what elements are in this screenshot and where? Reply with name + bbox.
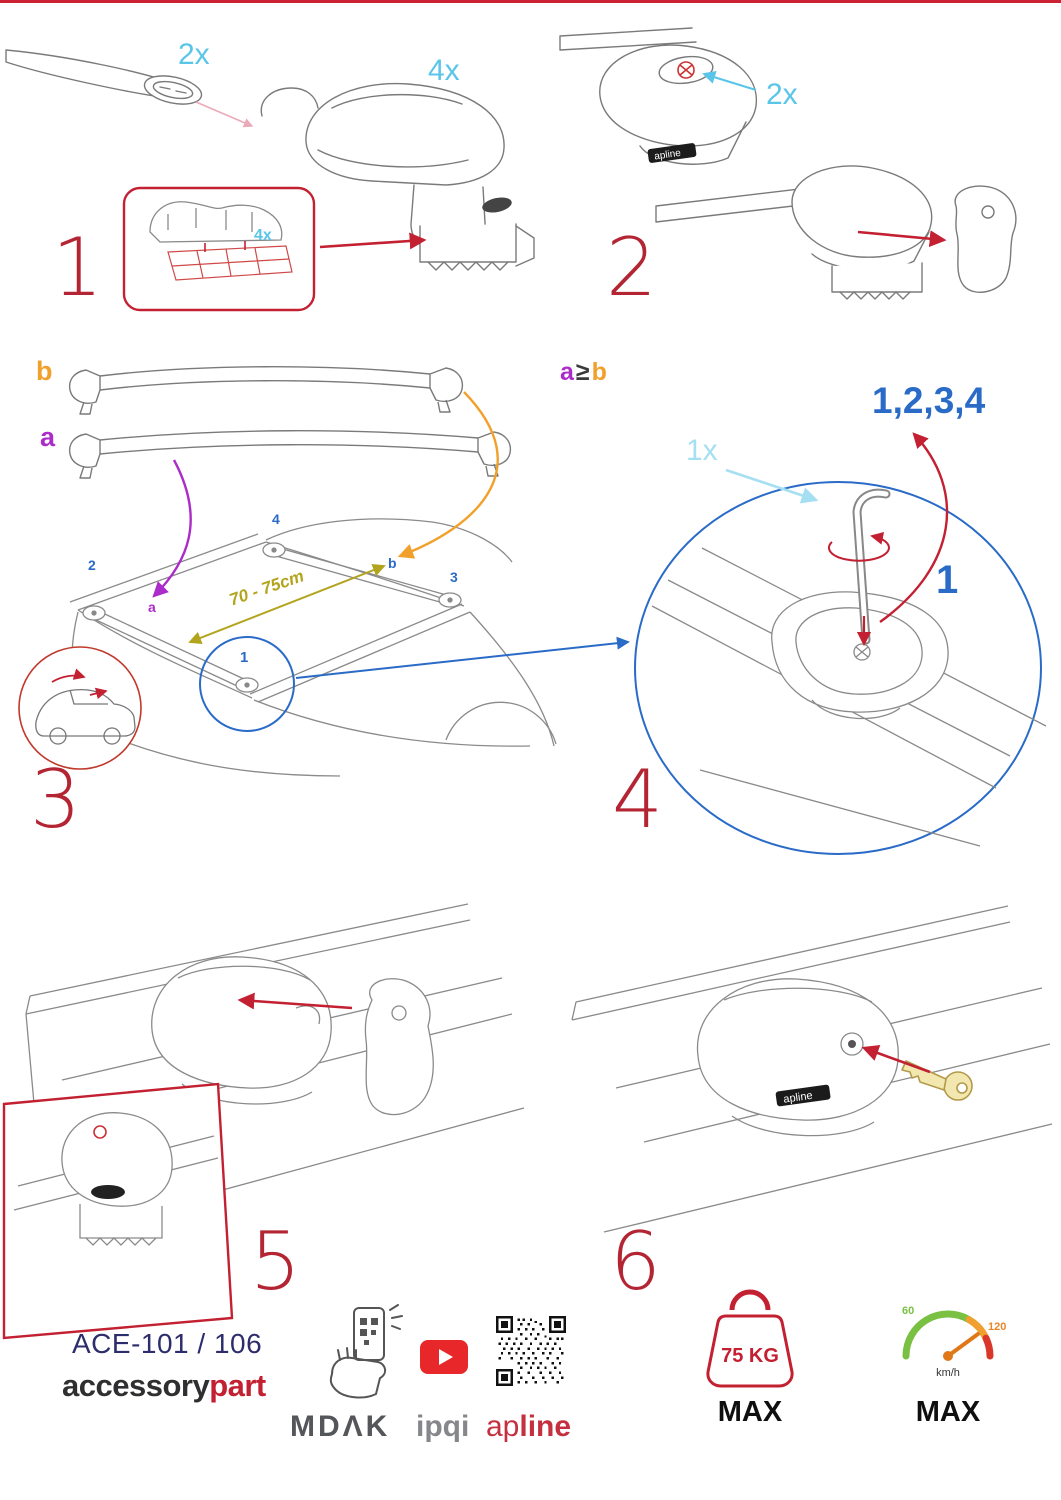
screw-drawing	[677, 61, 695, 79]
key-quantity-label: 1x	[686, 434, 718, 467]
step6-number: 6	[610, 1215, 661, 1308]
apline-part-2: line	[519, 1410, 572, 1443]
step3-number: 3	[30, 753, 81, 846]
brand-part-2: part	[209, 1368, 266, 1403]
max-weight-value: 75 KG	[721, 1345, 779, 1367]
key-insert-arrow	[861, 1044, 931, 1074]
zoom-leader-arrow	[295, 636, 630, 679]
step6-drawing	[571, 905, 1053, 1233]
condition-label: a≥b	[560, 360, 607, 385]
position-1-circle	[199, 636, 295, 732]
cover-attach-arrow	[857, 230, 947, 248]
key-qty-arrow	[725, 468, 819, 504]
crossbar-a-drawing	[68, 430, 512, 479]
apline-logo: apline	[486, 1412, 571, 1442]
weight-max-label: MAX	[717, 1396, 783, 1428]
step5-inset-drawing	[2, 1082, 234, 1340]
apline-logo-patch-2	[775, 1084, 831, 1107]
foot-cover-drawing	[655, 165, 1017, 300]
roof-position-4: 4	[272, 511, 280, 527]
condition-operator: ≥	[575, 358, 590, 386]
pad-insert-arrows	[204, 241, 246, 252]
cyan-screw-arrow	[702, 70, 757, 92]
max-speed-icon: 60 120 km/h	[902, 1305, 1006, 1379]
car-roof-drawing	[69, 518, 557, 777]
qr-code	[496, 1316, 566, 1386]
model-number: ACE-101 / 106	[72, 1328, 263, 1359]
apline-logo-text: apline	[654, 148, 682, 163]
brand-logo: accessorypart	[62, 1370, 266, 1401]
step1-step2-illustration: apline	[5, 27, 1017, 312]
step5-step6-illustration: apline	[2, 903, 1053, 1340]
foot-drawing	[260, 82, 535, 271]
inset-to-foot-arrow	[319, 232, 427, 250]
ipqi-logo: ipqi	[416, 1410, 470, 1443]
max-weight-icon: 75 KG	[706, 1289, 794, 1388]
mdak-logo: MDΛK	[290, 1410, 391, 1443]
roof-position-2: 2	[88, 557, 96, 573]
car-inset-drawing	[18, 646, 142, 770]
section-divider-2	[0, 0, 1061, 3]
speed-low-label: 60	[902, 1305, 914, 1317]
pink-leader-arrow	[195, 101, 254, 128]
brand-part-1: accessory	[62, 1368, 210, 1403]
phone-qr-scan-icon	[329, 1304, 403, 1399]
orange-arrow	[397, 391, 499, 559]
cover-slide-arrow	[237, 992, 353, 1010]
dimension-arrow	[188, 563, 386, 645]
crossbar-drawing	[5, 49, 203, 105]
step5-drawing	[25, 903, 525, 1239]
condition-a: a	[560, 358, 574, 386]
tighten-order-label: 1,2,3,4	[872, 380, 986, 421]
rotation-arrow	[827, 531, 890, 562]
bar-quantity-label: 2x	[178, 38, 210, 71]
allen-key-highlight	[854, 490, 889, 643]
bar-a-label: a	[40, 422, 56, 452]
roof-a-label: a	[148, 599, 156, 615]
first-position-label: 1	[936, 558, 959, 602]
zoom-foot-drawing	[651, 547, 1047, 847]
screw-quantity-label: 2x	[766, 78, 798, 111]
purple-arrow	[152, 459, 192, 598]
step5-number: 5	[250, 1215, 301, 1308]
speed-max-label: MAX	[915, 1396, 981, 1428]
rubber-pad-drawing	[167, 245, 293, 281]
apline-logo-text-2: apline	[783, 1090, 814, 1106]
pad-quantity-label: 4x	[254, 227, 272, 244]
step2-number: 2	[606, 221, 657, 314]
repeat-order-arrow	[879, 432, 949, 623]
youtube-icon	[420, 1340, 468, 1374]
speed-unit-label: km/h	[936, 1367, 960, 1379]
roof-position-3: 3	[450, 569, 458, 585]
apline-logo-patch	[647, 143, 697, 163]
foot-quantity-label: 4x	[428, 54, 460, 87]
step3-step4-illustration	[18, 366, 1047, 855]
roof-position-1: 1	[240, 649, 249, 666]
bar-b-label: b	[36, 356, 53, 386]
roof-b-label: b	[388, 555, 397, 571]
pad-clamp-drawing	[149, 201, 283, 243]
crossbar-b-drawing	[68, 366, 464, 415]
speed-high-label: 120	[988, 1321, 1006, 1333]
apline-part-1: ap	[486, 1410, 520, 1443]
step1-number: 1	[52, 221, 103, 314]
step4-number: 4	[612, 753, 663, 846]
condition-b: b	[591, 358, 607, 386]
foot-screw-drawing	[559, 27, 758, 165]
